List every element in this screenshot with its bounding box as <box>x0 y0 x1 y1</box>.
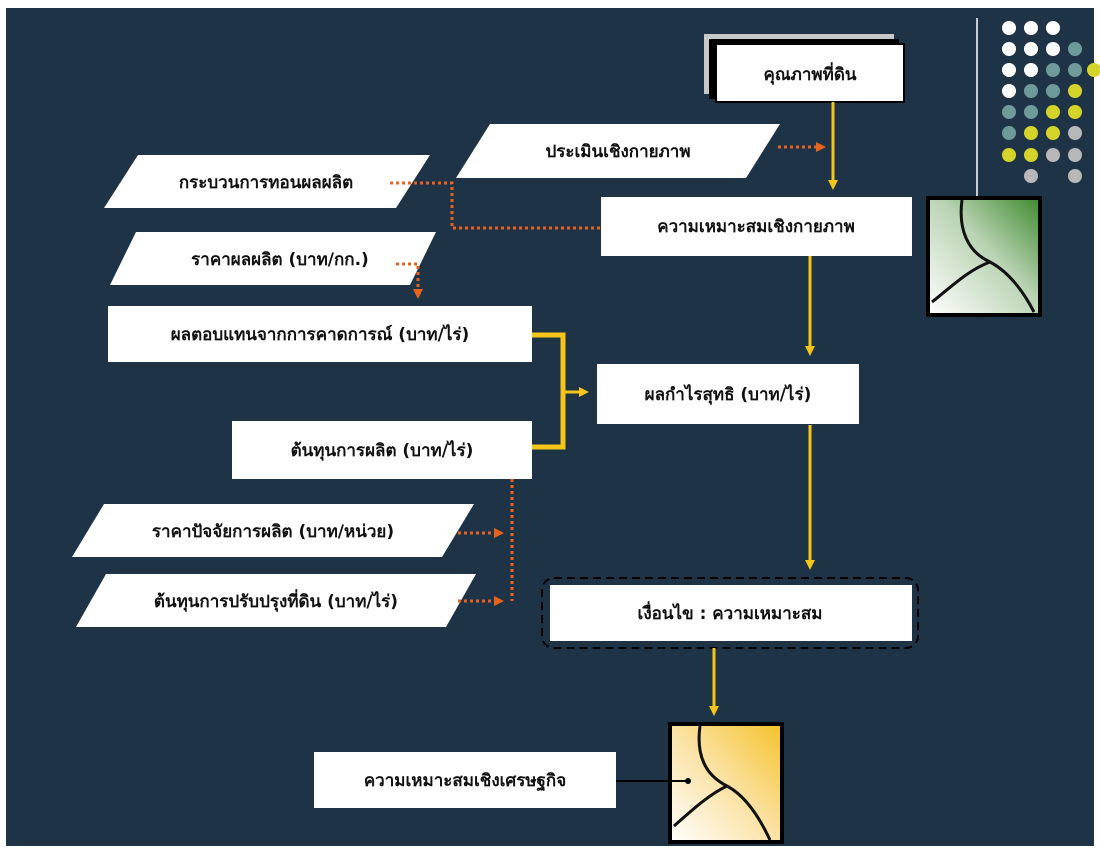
physical-suitability-node: ความเหมาะสมเชิงกายภาพ <box>601 197 912 256</box>
expected-return-label: ผลตอบแทนจากการคาดการณ์ (บาท/ไร่) <box>171 324 470 345</box>
net-profit-node: ผลกำไรสุทธิ (บาท/ไร่) <box>597 364 859 424</box>
production-cost-label: ต้นทุนการผลิต (บาท/ไร่) <box>291 440 474 461</box>
net-profit-label: ผลกำไรสุทธิ (บาท/ไร่) <box>645 384 812 405</box>
expected-return-node: ผลตอบแทนจากการคาดการณ์ (บาท/ไร่) <box>108 306 532 362</box>
arrow-price-to-return <box>396 262 423 299</box>
product-price-label: ราคาผลผลิต (บาท/กก.) <box>191 250 369 270</box>
condition-label: เงื่อนไข : ความเหมาะสม <box>638 601 823 624</box>
economic-suitability-node: ความเหมาะสมเชิงเศรษฐกิจ <box>314 752 616 808</box>
link-substitution-to-physical <box>390 181 601 230</box>
soil-improvement-cost-node: ต้นทุนการปรับปรุงที่ดิน (บาท/ไร่) <box>76 574 476 627</box>
input-flow-arrows <box>390 142 826 606</box>
physical-suitability-label: ความเหมาะสมเชิงกายภาพ <box>657 217 855 237</box>
product-price-node: ราคาผลผลิต (บาท/กก.) <box>110 232 436 285</box>
production-cost-node: ต้นทุนการผลิต (บาท/ไร่) <box>232 421 532 479</box>
physical-eval-node: ประเมินเชิงกายภาพ <box>456 124 780 178</box>
economic-suitability-label: ความเหมาะสมเชิงเศรษฐกิจ <box>364 771 566 792</box>
physical-eval-label: ประเมินเชิงกายภาพ <box>545 142 690 162</box>
soil-improvement-cost-label: ต้นทุนการปรับปรุงที่ดิน (บาท/ไร่) <box>154 589 398 612</box>
soil-quality-node: คุณภาพที่ดิน <box>704 34 905 103</box>
substitution-process-node: กระบวนการทอนผลผลิต <box>104 155 430 208</box>
physical-suitability-map-icon <box>926 196 1042 317</box>
map-pointer-dot <box>685 778 691 784</box>
substitution-process-label: กระบวนการทอนผลผลิต <box>179 173 353 193</box>
main-flow-arrows <box>532 102 838 716</box>
bracket-return-cost <box>532 332 566 450</box>
decorative-dot-grid <box>1002 21 1100 183</box>
condition-node: เงื่อนไข : ความเหมาะสม <box>541 577 919 649</box>
soil-quality-label: คุณภาพที่ดิน <box>764 62 857 85</box>
input-price-label: ราคาปัจจัยการผลิต (บาท/หน่วย) <box>152 522 394 542</box>
input-price-node: ราคาปัจจัยการผลิต (บาท/หน่วย) <box>72 504 474 557</box>
